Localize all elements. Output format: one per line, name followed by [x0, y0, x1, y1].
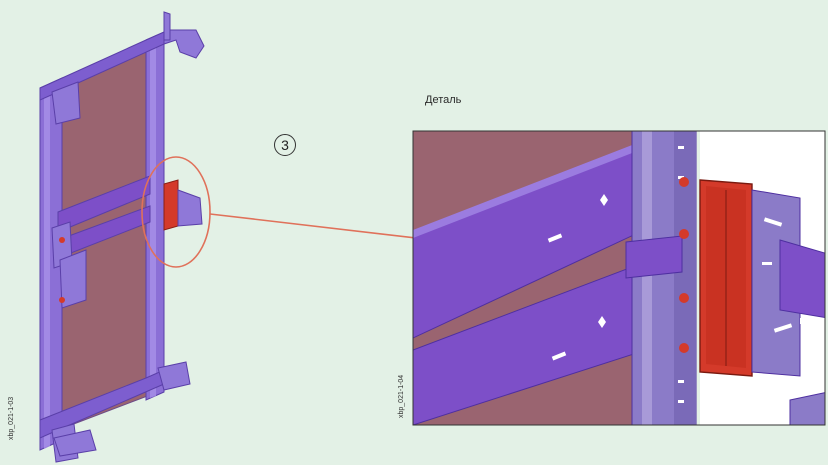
left-drawing-code: xbp_021-1-03 — [8, 396, 15, 440]
detail-title: Деталь — [425, 94, 462, 106]
step-number: 3 — [281, 137, 289, 153]
step-marker: 3 — [274, 134, 296, 156]
detail-connector-bar — [625, 235, 683, 279]
detail-frame — [412, 130, 826, 426]
right-drawing-code: xbp_021-1-04 — [398, 374, 405, 418]
detail-highlight-ellipse — [141, 156, 211, 268]
frame-middle-beam-upper — [57, 175, 151, 233]
